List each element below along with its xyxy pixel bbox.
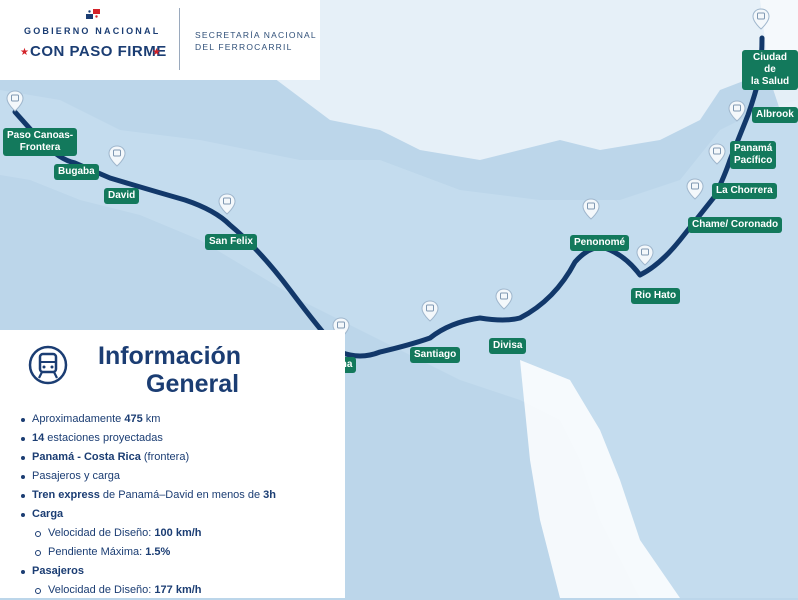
station-albrook: Albrook xyxy=(752,107,798,123)
station-label: Paso Canoas- Frontera xyxy=(7,130,74,153)
station-david: David xyxy=(104,188,140,204)
info-item: Pendiente Máxima: 1.5% xyxy=(18,543,338,562)
station-panama-pacifico: Panamá Pacífico xyxy=(730,141,777,169)
station-pin-icon xyxy=(752,8,770,30)
station-pin-icon xyxy=(728,100,746,122)
station-pin-icon xyxy=(582,198,600,220)
station-label: David xyxy=(108,190,136,201)
info-item-bold: Panamá - Costa Rica xyxy=(32,451,141,463)
info-item-text: Velocidad de Diseño: xyxy=(48,527,155,539)
station-pin-icon xyxy=(708,143,726,165)
station-pin-icon xyxy=(108,145,126,167)
info-item-bold: 14 xyxy=(32,432,45,444)
header-banner: GOBIERNO NACIONAL ★ CON PASO FIRME ★ SEC… xyxy=(0,0,320,80)
station-label: Divisa xyxy=(493,340,523,351)
info-item-bold: 1.5% xyxy=(145,546,171,558)
info-item-bold: Carga xyxy=(32,508,64,520)
info-item: Velocidad de Diseño: 177 km/h xyxy=(18,581,338,600)
station-bugaba: Bugaba xyxy=(54,164,99,180)
station-santiago: Santiago xyxy=(410,347,461,363)
info-title-line1: Información xyxy=(98,342,242,370)
station-pin-icon xyxy=(686,178,704,200)
slogan: CON PASO FIRME xyxy=(30,43,167,60)
station-label: La Chorrera xyxy=(716,185,773,196)
info-item: Pasajeros y carga xyxy=(18,467,338,486)
station-la-chorrera: La Chorrera xyxy=(712,183,777,199)
info-item: Tren express de Panamá–David en menos de… xyxy=(18,486,338,505)
station-chame-coronado: Chame/ Coronado xyxy=(688,217,783,233)
info-panel xyxy=(0,330,345,598)
info-item-text: estaciones proyectadas xyxy=(44,432,163,444)
info-item: Pasajeros xyxy=(18,562,338,581)
station-penonome: Penonomé xyxy=(570,235,630,251)
station-pin-icon xyxy=(218,193,236,215)
header-divider xyxy=(179,8,180,70)
station-label: Albrook xyxy=(756,109,794,120)
station-rio-hato: Rio Hato xyxy=(631,288,681,304)
station-divisa: Divisa xyxy=(489,338,527,354)
info-item-text: Pendiente Máxima: xyxy=(48,546,146,558)
info-item-bold: 3h xyxy=(263,489,276,501)
peninsula xyxy=(520,360,680,598)
gov-line: GOBIERNO NACIONAL xyxy=(24,26,161,36)
info-item-text: Pasajeros y carga xyxy=(32,470,121,482)
info-item-text: (frontera) xyxy=(140,451,190,463)
station-label: Rio Hato xyxy=(635,290,677,301)
railway-route xyxy=(12,35,765,359)
info-item: 14 estaciones proyectadas xyxy=(18,429,338,448)
station-label: Santiago xyxy=(414,349,457,360)
info-title: Información General xyxy=(98,342,241,398)
station-pin-icon xyxy=(636,244,654,266)
info-item-text: Velocidad de Diseño: xyxy=(48,584,155,596)
info-item-bold: Tren express xyxy=(32,489,100,501)
info-item-bold: 177 km/h xyxy=(154,584,202,596)
station-san-felix: San Felix xyxy=(205,234,257,250)
station-ciudad-de-la-salud: Ciudad de la Salud xyxy=(742,50,798,90)
station-label: Penonomé xyxy=(574,237,626,248)
info-item: Aproximadamente 475 km xyxy=(18,410,338,429)
info-item-bold: 475 xyxy=(124,413,143,425)
star-icon: ★ xyxy=(152,47,161,58)
station-pin-icon xyxy=(6,90,24,112)
station-paso-canoas: Paso Canoas- Frontera xyxy=(3,128,78,156)
station-label: San Felix xyxy=(209,236,253,247)
info-item: Velocidad de Diseño: 100 km/h xyxy=(18,524,338,543)
secretaria-line2: DEL FERROCARRIL xyxy=(195,42,293,52)
info-item: Panamá - Costa Rica (frontera) xyxy=(18,448,338,467)
station-pin-icon xyxy=(421,300,439,322)
train-icon xyxy=(28,345,68,385)
station-pin-icon xyxy=(495,288,513,310)
secretaria-line1: SECRETARÍA NACIONAL xyxy=(195,30,317,40)
panama-flag-icon xyxy=(86,9,100,19)
info-item: Carga xyxy=(18,505,338,524)
station-label: Ciudad de la Salud xyxy=(750,52,790,87)
station-label: Panamá Pacífico xyxy=(734,143,773,166)
secretaria-name: SECRETARÍA NACIONAL DEL FERROCARRIL xyxy=(195,29,317,53)
star-icon: ★ xyxy=(20,47,29,58)
info-item-bold: 100 km/h xyxy=(154,527,202,539)
info-item-text: km xyxy=(142,413,161,425)
station-label: Chame/ Coronado xyxy=(692,219,779,230)
station-label: Bugaba xyxy=(58,166,95,177)
info-title-line2: General xyxy=(146,370,240,398)
info-item-text: de Panamá–David en menos de xyxy=(99,489,264,501)
info-item-text: Aproximadamente xyxy=(32,413,125,425)
info-item-bold: Pasajeros xyxy=(32,565,84,577)
